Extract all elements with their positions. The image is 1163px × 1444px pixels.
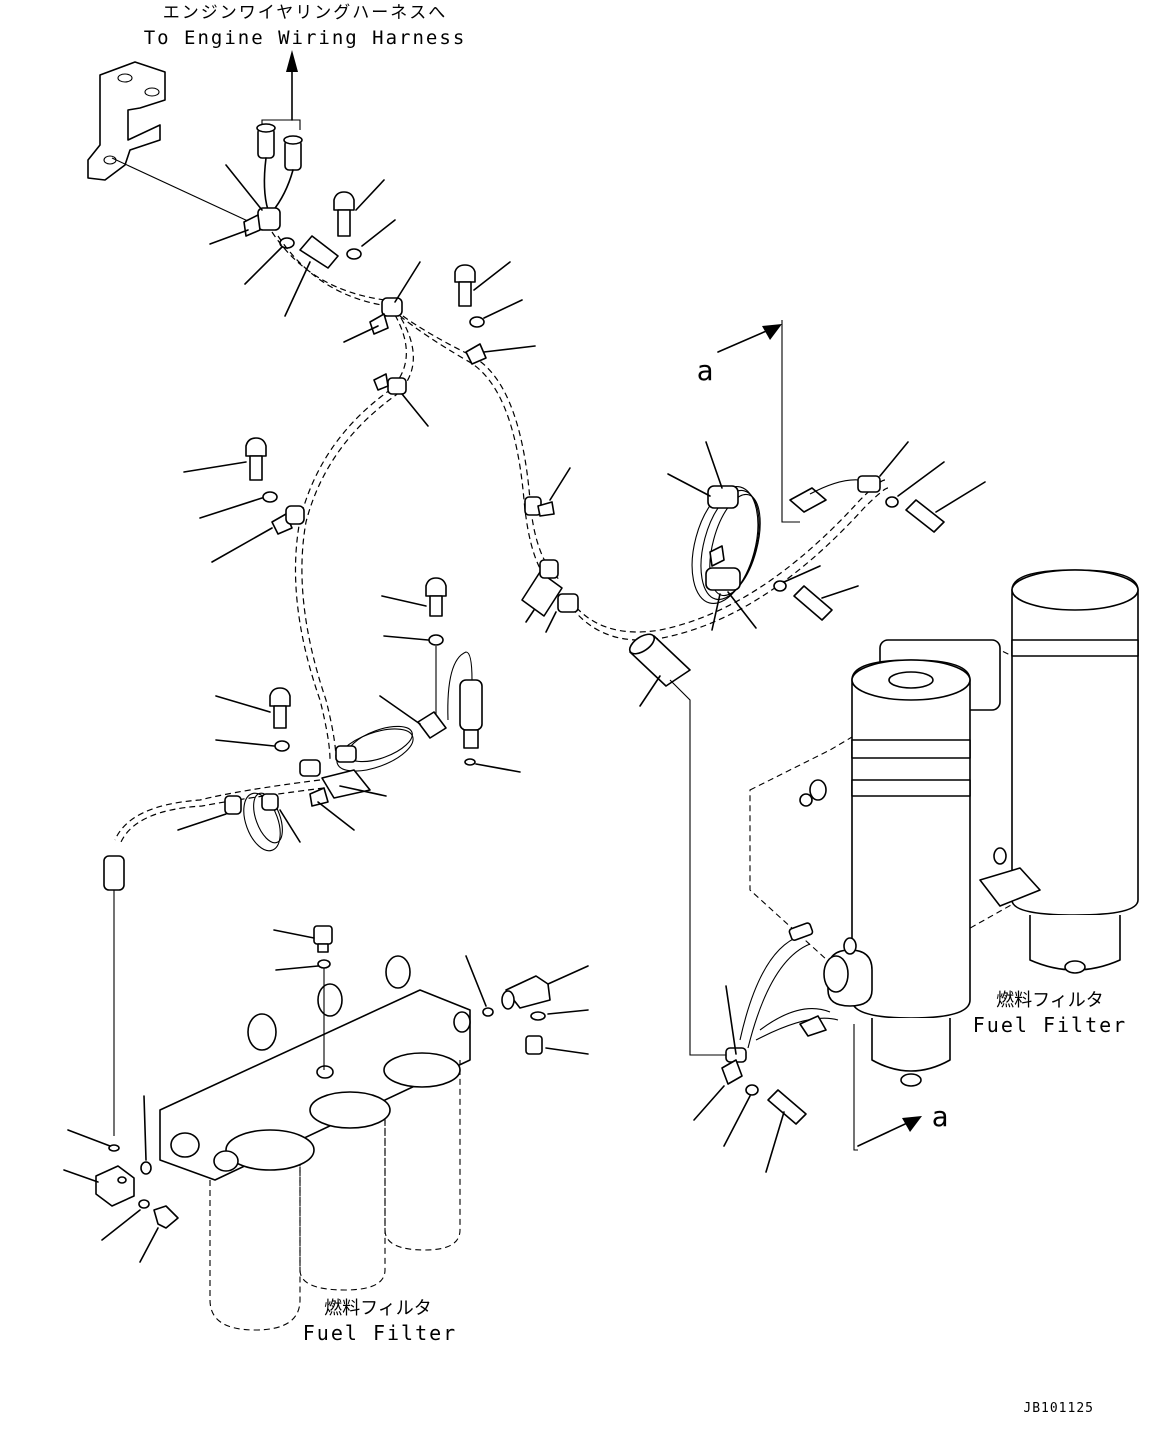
bolt-group-7 <box>215 687 291 752</box>
clamp-2 <box>343 261 421 343</box>
bolt-group-1 <box>244 235 339 317</box>
harness-arrow <box>261 50 301 130</box>
pressure-sensor-left <box>103 855 125 1152</box>
clamp-4 <box>524 467 571 517</box>
protective-sleeve <box>628 633 726 1056</box>
bolt-group-4 <box>183 437 305 563</box>
clamp-1 <box>209 164 281 245</box>
fuel-filter-right-label-en: Fuel Filter <box>973 1013 1127 1037</box>
fuel-filter-right-label-jp: 燃料フィルタ <box>996 990 1104 1011</box>
drawing-code: JB101125 <box>1023 1401 1094 1416</box>
view-a-arrow-top: a <box>697 324 782 387</box>
bolt-group-5 <box>773 565 859 621</box>
plug-group-1 <box>273 925 333 971</box>
harness-right-lower <box>693 922 839 1173</box>
bottom-left-fittings <box>63 1095 179 1263</box>
coiled-harness-right <box>667 441 761 631</box>
sensor-connectors <box>256 123 303 213</box>
fuel-filter-left: 燃料フィルタ Fuel Filter <box>159 955 471 1345</box>
bolt-group-right-top <box>781 320 986 533</box>
bolt-group-2 <box>333 179 396 260</box>
harness-label-en: To Engine Wiring Harness <box>144 27 467 49</box>
elbow-fitting <box>465 955 589 1055</box>
fuel-filter-right: 燃料フィルタ Fuel Filter <box>749 569 1139 1087</box>
temperature-sensor <box>379 651 521 773</box>
fuel-filter-left-label-jp: 燃料フィルタ <box>324 1298 432 1319</box>
mounting-bracket <box>87 61 251 223</box>
wiring-harness-routes <box>114 231 889 843</box>
connector-block <box>521 559 579 633</box>
coiled-harness-left <box>177 725 414 852</box>
fuel-filter-left-label-en: Fuel Filter <box>303 1321 457 1345</box>
view-a-arrow-bottom: a <box>853 1024 949 1151</box>
clamp-3 <box>373 373 429 427</box>
bolt-group-3 <box>454 261 536 365</box>
bolt-group-6 <box>381 577 447 720</box>
view-a-label-bottom: a <box>932 1100 949 1133</box>
view-a-label-top: a <box>697 354 714 387</box>
harness-label-jp: エンジンワイヤリングハーネスへ <box>163 3 448 23</box>
